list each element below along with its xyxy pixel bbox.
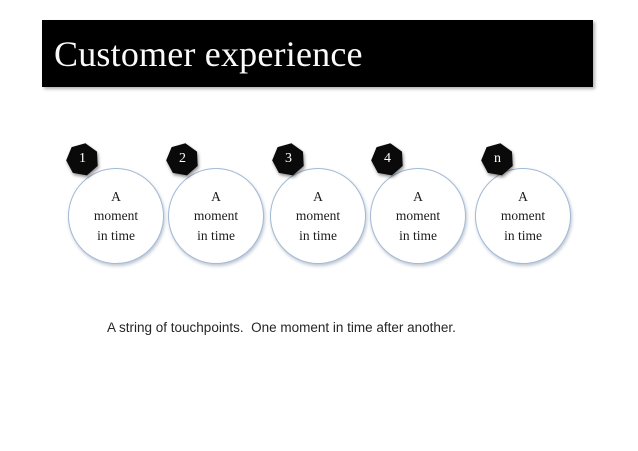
- step-badge-4: 4: [371, 143, 404, 176]
- circle-line: moment: [500, 208, 546, 224]
- circle-line: A: [413, 188, 423, 204]
- badge-label: 2: [179, 151, 186, 166]
- circle-line: A: [111, 188, 121, 204]
- touchpoint-1: 1 A moment in time: [66, 143, 168, 268]
- moment-circle-1: A moment in time: [68, 168, 164, 264]
- touchpoint-3: 3 A moment in time: [270, 143, 370, 268]
- touchpoint-2: 2 A moment in time: [166, 143, 268, 268]
- moment-circle-n: A moment in time: [475, 168, 571, 264]
- badge-label: n: [494, 151, 501, 166]
- step-badge-n: n: [481, 143, 514, 176]
- circle-line: A: [211, 188, 221, 204]
- heptagon-icon: 4: [371, 143, 403, 176]
- touchpoint-4: 4 A moment in time: [370, 143, 470, 268]
- caption: A string of touchpoints. One moment in t…: [107, 320, 456, 335]
- circle-line: in time: [504, 227, 542, 243]
- circle-line: in time: [197, 227, 235, 243]
- heptagon-icon: 1: [66, 143, 98, 176]
- circle-line: moment: [93, 208, 139, 224]
- heptagon-icon: 2: [166, 143, 198, 176]
- step-badge-1: 1: [66, 143, 99, 176]
- title-bar: Customer experience: [42, 20, 593, 87]
- moment-circle-3: A moment in time: [270, 168, 366, 264]
- circle-line: A: [313, 188, 323, 204]
- circle-line: moment: [193, 208, 239, 224]
- heptagon-icon: 3: [272, 143, 304, 176]
- moment-circle-4: A moment in time: [370, 168, 466, 264]
- moment-circle-2: A moment in time: [168, 168, 264, 264]
- badge-label: 1: [79, 151, 86, 166]
- badge-label: 4: [384, 151, 391, 166]
- circle-line: in time: [299, 227, 337, 243]
- circle-line: in time: [399, 227, 437, 243]
- circle-line: A: [518, 188, 528, 204]
- circle-line: moment: [295, 208, 341, 224]
- badge-label: 3: [285, 151, 292, 166]
- slide-title: Customer experience: [54, 33, 363, 74]
- circle-line: in time: [97, 227, 135, 243]
- step-badge-3: 3: [272, 143, 305, 176]
- heptagon-icon: n: [481, 143, 513, 176]
- circle-line: moment: [395, 208, 441, 224]
- step-badge-2: 2: [166, 143, 199, 176]
- touchpoint-n: n A moment in time: [475, 143, 575, 268]
